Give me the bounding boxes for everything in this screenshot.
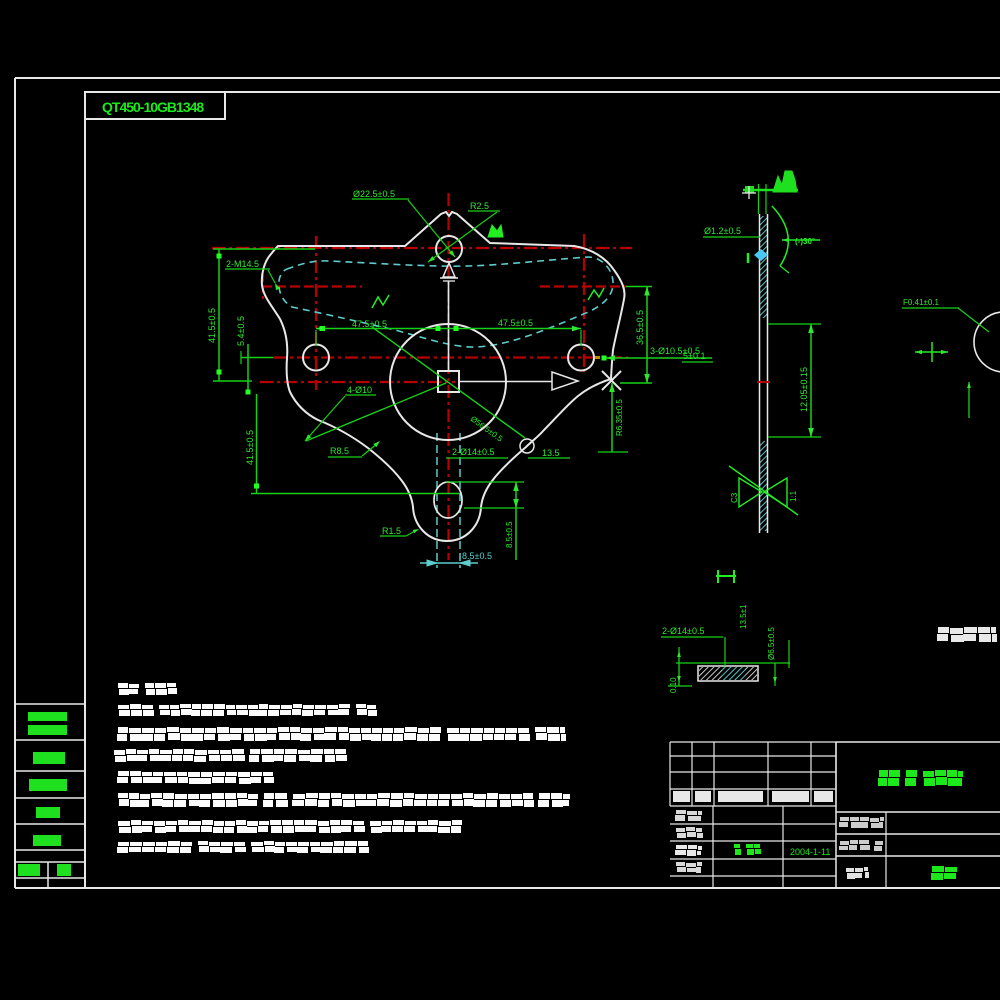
svg-text:47.5±0.5: 47.5±0.5 — [352, 319, 387, 329]
svg-text:QT450-10GB1348: QT450-10GB1348 — [102, 99, 204, 115]
svg-text:12.05±0.15: 12.05±0.15 — [799, 367, 809, 412]
svg-text:F0.41±0.1: F0.41±0.1 — [903, 298, 940, 307]
svg-text:3-Ø10.5±0.5: 3-Ø10.5±0.5 — [650, 346, 700, 356]
svg-text:2-Ø14±0.5: 2-Ø14±0.5 — [452, 447, 494, 457]
svg-text:8.5±0.5: 8.5±0.5 — [462, 551, 492, 561]
svg-text:2-Ø14±0.5: 2-Ø14±0.5 — [662, 626, 704, 636]
svg-text:2-M14.5: 2-M14.5 — [226, 259, 259, 269]
svg-text:13.5±1: 13.5±1 — [739, 604, 748, 629]
svg-text:Ø22.5±0.5: Ø22.5±0.5 — [353, 189, 395, 199]
svg-text:(-)30°: (-)30° — [795, 237, 815, 246]
svg-text:41.5±0.5: 41.5±0.5 — [207, 308, 217, 343]
svg-text:5±0.1: 5±0.1 — [683, 351, 705, 361]
svg-text:8.5±0.5: 8.5±0.5 — [505, 521, 514, 548]
svg-text:Ø6.5±0.5: Ø6.5±0.5 — [767, 627, 776, 660]
svg-text:2004-1-11: 2004-1-11 — [790, 847, 830, 857]
svg-text:C3: C3 — [730, 492, 739, 503]
svg-text:1:1: 1:1 — [789, 490, 798, 502]
svg-text:4-Ø10: 4-Ø10 — [347, 385, 372, 395]
svg-text:R2.5: R2.5 — [470, 201, 489, 211]
svg-text:R8.5: R8.5 — [330, 446, 349, 456]
svg-text:5.4±0.5: 5.4±0.5 — [236, 316, 246, 346]
svg-text:47.5±0.5: 47.5±0.5 — [498, 318, 533, 328]
svg-text:0.10: 0.10 — [669, 677, 678, 693]
svg-text:13.5: 13.5 — [542, 448, 560, 458]
svg-text:36.5±0.5: 36.5±0.5 — [635, 310, 645, 345]
svg-text:Ø1.2±0.5: Ø1.2±0.5 — [704, 226, 741, 236]
svg-text:41.5±0.5: 41.5±0.5 — [245, 430, 255, 465]
svg-text:R6.35±0.5: R6.35±0.5 — [615, 399, 624, 436]
svg-text:R1.5: R1.5 — [382, 526, 401, 536]
